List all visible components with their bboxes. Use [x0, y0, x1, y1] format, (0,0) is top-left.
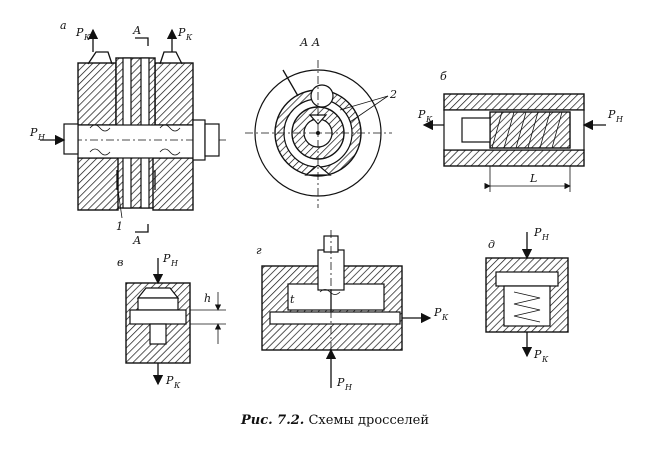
label-pn-a: P: [29, 126, 38, 139]
label-pn-v: P: [162, 252, 171, 265]
label-a: а: [60, 19, 67, 32]
label-b: б: [440, 70, 447, 83]
label-pn-g: P: [336, 376, 345, 389]
svg-text:Н: Н: [615, 115, 624, 124]
caption-text: Схемы дросселей: [304, 413, 430, 428]
svg-text:Н: Н: [37, 133, 46, 142]
label-part-1: 1: [116, 220, 123, 233]
svg-text:Н: Н: [170, 259, 179, 268]
label-v: в: [117, 256, 123, 269]
label-gap-t: t: [290, 293, 295, 306]
label-part-2: 2: [389, 88, 397, 101]
label-pk-v: P: [165, 374, 174, 387]
svg-text:К: К: [185, 33, 193, 42]
diagram-b-helical: б P К P Н L: [417, 70, 624, 192]
label-d: д: [488, 238, 495, 251]
svg-text:К: К: [541, 355, 549, 364]
label-g: г: [256, 244, 262, 257]
diagram-v-orifice: в P Н P К h: [117, 252, 226, 390]
diagram-g-needle: г P К P Н t: [256, 230, 449, 392]
label-section-view: А А: [299, 36, 320, 49]
diagram-section-view: А А 2: [245, 36, 397, 208]
svg-text:Н: Н: [541, 233, 550, 242]
svg-text:К: К: [425, 115, 433, 124]
label-pk-d: P: [533, 348, 542, 361]
label-length-l: L: [529, 172, 537, 185]
label-pk-left-a: P: [75, 26, 84, 39]
caption-prefix: Рис. 7.2.: [240, 413, 305, 428]
label-pn-b: P: [607, 108, 616, 121]
svg-text:К: К: [173, 381, 181, 390]
label-pk-b: P: [417, 108, 426, 121]
svg-text:К: К: [441, 313, 449, 322]
diagram-d-spring: д P Н P К: [485, 226, 569, 364]
svg-text:К: К: [83, 33, 91, 42]
label-section-a-top: А: [132, 24, 141, 37]
label-pk-right-a: P: [177, 26, 186, 39]
label-pn-d: P: [533, 226, 542, 239]
figure-caption: Рис. 7.2. Схемы дросселей: [0, 413, 670, 428]
label-section-a-bottom: А: [132, 234, 141, 247]
svg-text:Н: Н: [344, 383, 353, 392]
label-gap-h: h: [204, 292, 211, 305]
label-pk-g: P: [433, 306, 442, 319]
diagram-a-section: а P К P К P Н: [29, 19, 228, 247]
